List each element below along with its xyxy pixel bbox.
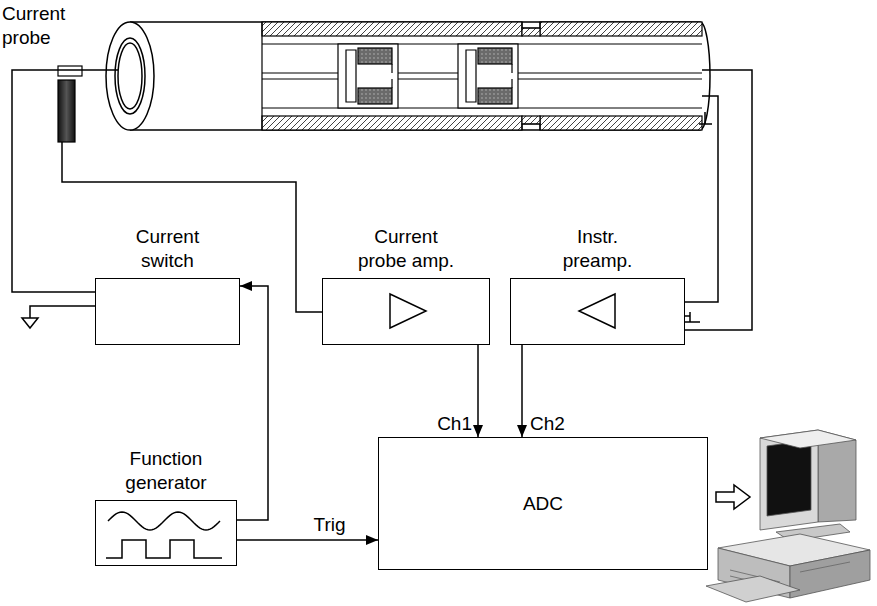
computer-icon (760, 430, 856, 448)
box-heading: Current probe amp. (351, 225, 461, 273)
data-arrow (716, 485, 750, 509)
instrument-box: Function generator (95, 500, 237, 566)
tube-section (262, 116, 522, 130)
ground-symbol (685, 315, 690, 317)
computer-icon (706, 430, 870, 602)
tube-section (540, 116, 702, 130)
box-heading: Current switch (113, 225, 223, 273)
wire (30, 306, 95, 318)
coil-assembly (478, 88, 512, 104)
tube (130, 22, 700, 130)
tube-section (522, 28, 540, 36)
ground-symbol (699, 112, 712, 124)
computer-icon (706, 576, 800, 602)
coil-assembly (458, 44, 518, 108)
tube-section (522, 22, 540, 130)
coil-assembly (358, 48, 392, 64)
coil-assembly (478, 48, 512, 64)
tube (106, 22, 710, 130)
signal-connector (521, 345, 523, 437)
wire (12, 70, 118, 292)
wire (685, 96, 718, 302)
tube (106, 22, 154, 130)
tube-section (262, 44, 702, 108)
signal-connector (237, 539, 378, 541)
current-probe-symbol (58, 66, 82, 142)
box-heading: Function generator (111, 447, 221, 495)
wire (685, 70, 752, 330)
waveform-icon (108, 512, 220, 530)
edge-label: Trig (311, 514, 347, 536)
coil-assembly (466, 50, 476, 102)
ground-symbol (22, 318, 38, 328)
tube-section (522, 116, 540, 124)
waveform-icon (106, 512, 222, 558)
coil-assembly (338, 44, 398, 108)
tube-section (262, 22, 702, 130)
instrument-box: Current switch (95, 278, 240, 345)
wire (12, 70, 752, 330)
signal-connector (237, 286, 268, 520)
adc-box: ADC (378, 437, 708, 570)
coil-assembly (358, 88, 392, 104)
tube-section (261, 22, 262, 130)
channel-label: Ch2 (530, 412, 574, 436)
tube-section (540, 22, 702, 36)
waveform-icon (106, 540, 222, 558)
tube-section (262, 22, 522, 36)
coil-assembly (391, 64, 392, 88)
computer-icon (767, 440, 811, 516)
current-probe-symbol (58, 80, 75, 142)
signal-connector (477, 345, 479, 437)
box-label: ADC (523, 492, 563, 516)
coil-assembly (511, 64, 512, 88)
coil-assembly (346, 50, 356, 102)
data-arrow (716, 485, 750, 509)
instrument-box: Instr. preamp. (510, 278, 685, 345)
amplifier-symbol (390, 294, 615, 328)
wire (62, 142, 322, 312)
current-probe-symbol (58, 66, 82, 76)
part-label: Current probe (2, 2, 78, 50)
amplifier-symbol (390, 294, 426, 328)
ground-symbol (22, 112, 712, 328)
box-heading: Instr. preamp. (543, 225, 653, 273)
amplifier-symbol (579, 294, 615, 328)
tube (118, 43, 142, 109)
instrument-box: Current probe amp. (322, 278, 490, 345)
ground-symbol (684, 312, 700, 322)
coil-assembly (338, 44, 518, 108)
computer-icon (790, 550, 870, 598)
tube (115, 38, 145, 114)
channel-label: Ch1 (428, 412, 472, 436)
